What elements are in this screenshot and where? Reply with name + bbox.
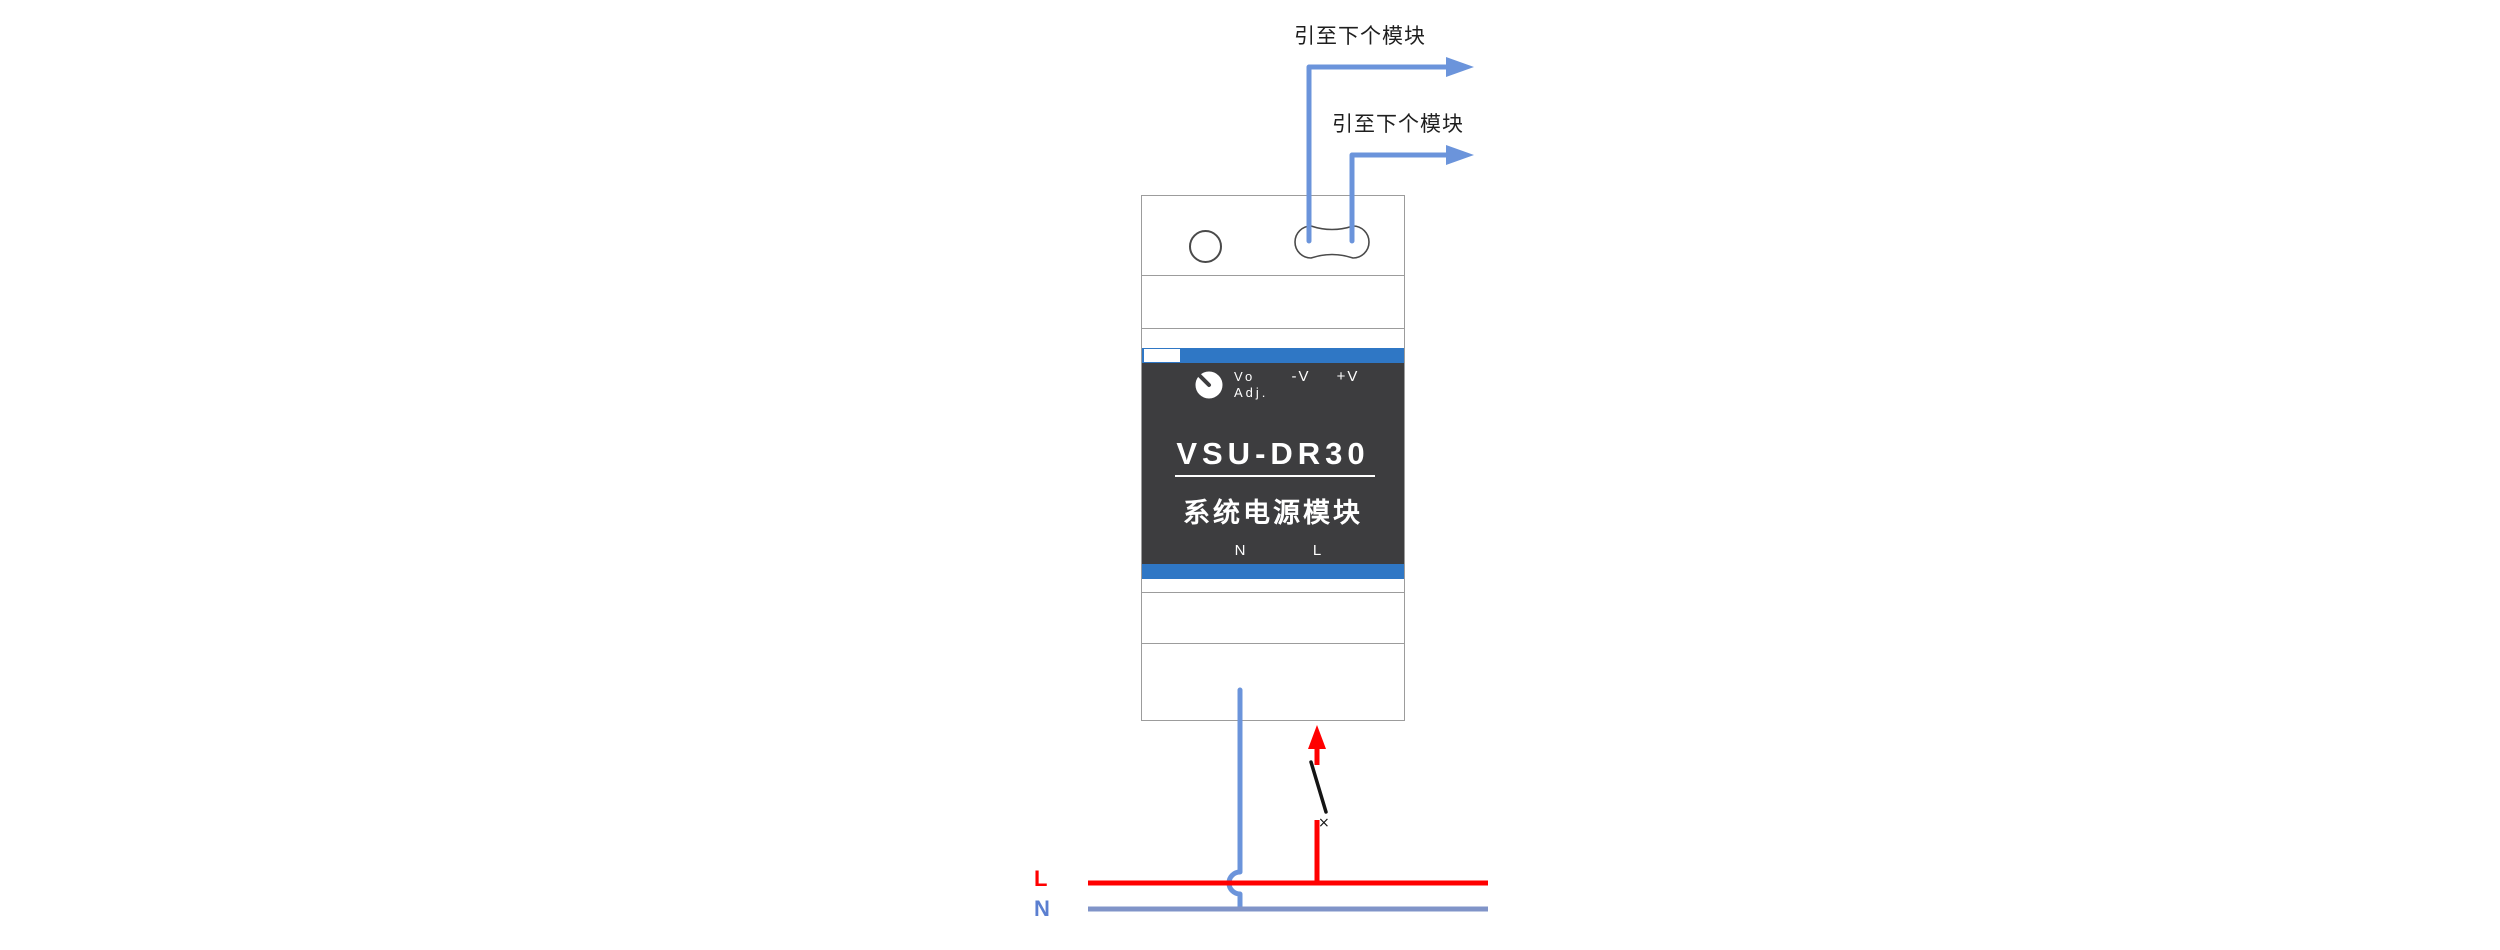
arrow-right-icon: [1446, 57, 1474, 77]
switch-contact-mark: ×: [1318, 815, 1330, 831]
stripe-notch: [1144, 349, 1180, 362]
terminal-label-l: L: [1312, 542, 1324, 559]
arrow-right-icon: [1446, 145, 1474, 165]
output-terminal-slot: [1294, 225, 1370, 259]
module-top-section: [1142, 196, 1404, 276]
terminal-slot-outline: [1294, 225, 1370, 259]
terminal-label-minus-v: -V: [1291, 368, 1311, 385]
voltage-adjust-label: Vo Adj.: [1234, 369, 1268, 401]
terminal-label-n: N: [1234, 542, 1248, 559]
voltage-adjust-label-line1: Vo: [1234, 369, 1256, 384]
to-next-module-label-2: 引至下个模块: [1332, 113, 1464, 136]
voltage-adjust-label-line2: Adj.: [1234, 385, 1269, 400]
live-bus-label: L: [1034, 866, 1048, 891]
mounting-hole: [1189, 230, 1222, 263]
module-lower-band: [1142, 593, 1404, 644]
module-bottom-stripe: [1142, 564, 1404, 579]
switch-blade: [1309, 760, 1328, 814]
module-lower-gap: [1142, 579, 1404, 593]
module-face-panel: Vo Adj. -V +V VSU-DR30 系统电源模块 N L: [1142, 363, 1404, 564]
power-supply-module: Vo Adj. -V +V VSU-DR30 系统电源模块 N L: [1141, 195, 1405, 721]
arrow-up-icon: [1308, 725, 1326, 749]
neutral-bus-label: N: [1034, 896, 1050, 921]
module-bottom-section: [1142, 644, 1404, 722]
voltage-adjust-knob-icon: [1195, 371, 1223, 399]
to-next-module-label-1: 引至下个模块: [1294, 25, 1426, 48]
neutral-wire: [1226, 687, 1243, 912]
module-name: 系统电源模块: [1183, 498, 1363, 528]
model-underline: [1175, 475, 1375, 477]
module-model: VSU-DR30: [1176, 436, 1370, 471]
module-upper-band: [1142, 276, 1404, 329]
terminal-label-plus-v: +V: [1336, 368, 1360, 385]
module-top-stripe: [1142, 348, 1404, 363]
